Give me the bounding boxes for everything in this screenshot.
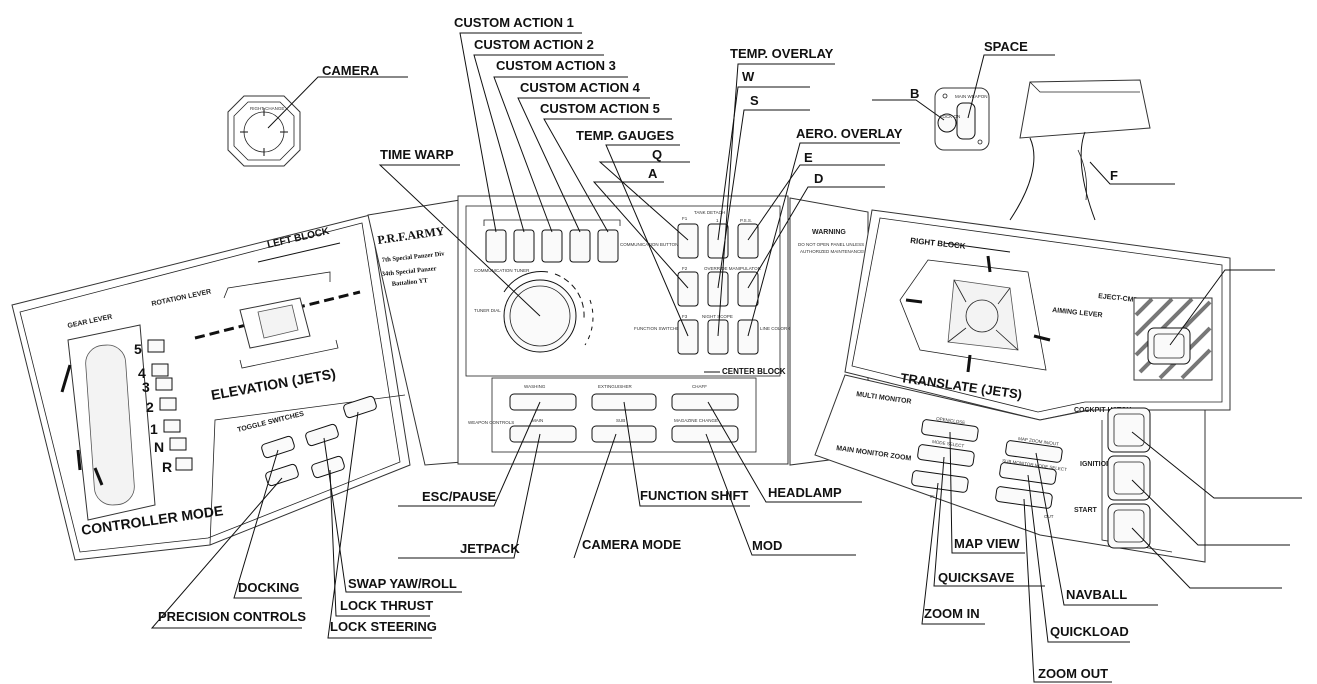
label-headlamp: HEADLAMP	[768, 485, 842, 500]
label-custom-action-1: CUSTOM ACTION 1	[454, 15, 574, 30]
label-lock-thrust: LOCK THRUST	[340, 598, 433, 613]
tank-detach-label: TANK DETACH	[694, 210, 725, 215]
q-button[interactable]	[678, 224, 698, 258]
custom-action-2-button[interactable]	[514, 230, 534, 262]
label-q: Q	[652, 147, 662, 162]
center-block-title: CENTER BLOCK	[722, 367, 786, 376]
gear-n: N	[154, 439, 164, 455]
tuner-dial-label: TUNER DIAL	[474, 308, 501, 313]
gear-2: 2	[146, 399, 154, 415]
function-switches-label: FUNCTION SWITCHES	[634, 326, 682, 331]
label-map-view: MAP VIEW	[954, 536, 1020, 551]
label-time-warp: TIME WARP	[380, 147, 454, 162]
temp-overlay-button[interactable]	[708, 320, 728, 354]
extinguisher-label: EXTINGUISHER	[598, 384, 633, 389]
label-camera: CAMERA	[322, 63, 380, 78]
label-a: A	[648, 166, 658, 181]
label-precision-controls: PRECISION CONTROLS	[158, 609, 306, 624]
main-label: MAIN	[532, 418, 543, 423]
custom-action-4-button[interactable]	[570, 230, 590, 262]
left-block-panel: LEFT BLOCK GEAR LEVER 5 4 3 2 1 N R	[12, 215, 410, 560]
override-manipulator-label: OVERRIDE MANIPULATOR	[704, 266, 762, 271]
custom-action-5-button[interactable]	[598, 230, 618, 262]
main-weapon-label: MAIN WEAPON	[955, 94, 988, 99]
gear-3: 3	[142, 379, 150, 395]
a-button[interactable]	[678, 272, 698, 306]
label-d: D	[814, 171, 823, 186]
s-button[interactable]	[708, 272, 728, 306]
main-button[interactable]	[510, 426, 576, 442]
sub-button[interactable]	[592, 426, 656, 442]
label-s: S	[750, 93, 759, 108]
start-button[interactable]	[1108, 504, 1150, 548]
f2-label: F2	[682, 266, 688, 271]
ignition-button[interactable]	[1108, 456, 1150, 500]
f3-label: F3	[682, 314, 688, 319]
chaff-label: CHAFF	[692, 384, 707, 389]
label-zoom-out: ZOOM OUT	[1038, 666, 1108, 681]
label-esc-pause: ESC/PAUSE	[422, 489, 496, 504]
label-temp-overlay: TEMP. OVERLAY	[730, 46, 834, 61]
warning-text-2: AUTHORIZED MAINTENANCE!	[800, 249, 865, 254]
custom-action-3-button[interactable]	[542, 230, 562, 262]
sub-label: SUB	[616, 418, 625, 423]
magazine-change-button[interactable]	[672, 426, 738, 442]
washing-label: WASHING	[524, 384, 546, 389]
label-swap-yaw-roll: SWAP YAW/ROLL	[348, 576, 457, 591]
chaff-button[interactable]	[672, 394, 738, 410]
night-scope-label: NIGHT SCOPE	[702, 314, 733, 319]
gear-1: 1	[150, 421, 158, 437]
label-jetpack: JETPACK	[460, 541, 520, 556]
start-label: START	[1074, 507, 1098, 514]
label-w: W	[742, 69, 755, 84]
magazine-change-label: MAGAZINE CHANGE	[674, 418, 718, 423]
label-navball: NAVBALL	[1066, 587, 1127, 602]
label-camera-mode: CAMERA MODE	[582, 537, 682, 552]
ignition-label: IGNITION	[1080, 461, 1111, 468]
label-custom-action-3: CUSTOM ACTION 3	[496, 58, 616, 73]
label-f: F	[1110, 168, 1118, 183]
label-function-shift: FUNCTION SHIFT	[640, 488, 748, 503]
label-aero-overlay: AERO. OVERLAY	[796, 126, 903, 141]
weapon-controls-label: WEAPON CONTROLS	[468, 420, 514, 425]
pss-label: P.S.S.	[740, 218, 752, 223]
gear-r: R	[162, 459, 172, 475]
f1-label: F1	[682, 216, 688, 221]
cockpit-hatch-button[interactable]	[1108, 408, 1150, 452]
label-zoom-in: ZOOM IN	[924, 606, 980, 621]
eject-button[interactable]	[1134, 298, 1212, 380]
gear-5: 5	[134, 341, 142, 357]
temp-gauges-button[interactable]	[678, 320, 698, 354]
in-label: IN	[930, 494, 935, 499]
label-temp-gauges: TEMP. GAUGES	[576, 128, 674, 143]
label-lock-steering: LOCK STEERING	[330, 619, 437, 634]
label-quicksave: QUICKSAVE	[938, 570, 1015, 585]
washing-button[interactable]	[510, 394, 576, 410]
warning-title: WARNING	[812, 229, 846, 236]
label-docking: DOCKING	[238, 580, 299, 595]
aero-overlay-button[interactable]	[738, 320, 758, 354]
label-b: B	[910, 86, 919, 101]
warning-text-1: DO NOT OPEN PANEL UNLESS	[798, 242, 864, 247]
label-custom-action-5: CUSTOM ACTION 5	[540, 101, 660, 116]
center-block-panel: CENTER BLOCK COMMUNICATION TUNER COMMUNI…	[458, 196, 808, 464]
out-label: OUT	[1044, 514, 1054, 519]
lock-on-label: LOCK ON	[940, 114, 960, 119]
right-change-label: RIGHT CHANGE	[250, 106, 284, 111]
label-e: E	[804, 150, 813, 165]
communication-tuner-label: COMMUNICATION TUNER	[474, 268, 530, 273]
label-custom-action-2: CUSTOM ACTION 2	[474, 37, 594, 52]
custom-action-1-button[interactable]	[486, 230, 506, 262]
trigger-grip	[1010, 80, 1150, 220]
label-custom-action-4: CUSTOM ACTION 4	[520, 80, 641, 95]
label-space: SPACE	[984, 39, 1028, 54]
label-mod: MOD	[752, 538, 782, 553]
label-quickload: QUICKLOAD	[1050, 624, 1129, 639]
